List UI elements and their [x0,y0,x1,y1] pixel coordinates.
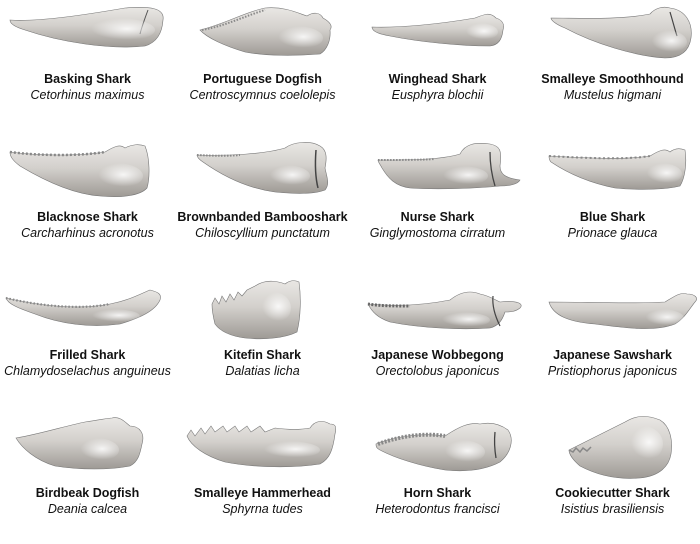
jaw-image-nurse-shark [377,143,521,190]
specimen-nurse-shark: Nurse Shark Ginglymostoma cirratum [350,138,525,268]
scientific-name: Cetorhinus maximus [30,88,145,102]
shark-jaw-figure: Basking Shark Cetorhinus maximus Portugu… [0,0,700,516]
specimen-winghead-shark: Winghead Shark Eusphyra blochii [350,0,525,130]
jaw-image-cookiecutter-shark [568,416,672,479]
specimen-frilled-shark: Frilled Shark Chlamydoselachus anguineus [0,276,175,406]
common-name: Portuguese Dogfish [203,72,322,86]
common-name: Blacknose Shark [37,210,138,224]
common-name: Blue Shark [579,210,646,224]
specimen-blue-shark: Blue Shark Prionace glauca [525,138,700,268]
scientific-name: Ginglymostoma cirratum [369,226,506,240]
common-name: Horn Shark [403,486,472,500]
common-name: Cookiecutter Shark [555,486,670,500]
scientific-name: Mustelus higmani [563,88,662,102]
jaw-image-smalleye-hammerhead [186,421,337,468]
jaw-image-winghead-shark [371,13,504,47]
jaw-image-smalleye-smoothhound [550,6,692,59]
scientific-name: Pristiophorus japonicus [547,364,678,378]
common-name: Brownbanded Bambooshark [177,210,348,224]
common-name: Basking Shark [44,72,131,86]
specimen-kitefin-shark: Kitefin Shark Dalatias licha [175,276,350,406]
specimen-brownbanded-bambooshark: Brownbanded Bambooshark Chiloscyllium pu… [175,138,350,268]
scientific-name: Chiloscyllium punctatum [195,226,330,240]
specimen-smalleye-hammerhead: Smalleye Hammerhead Sphyrna tudes [175,414,350,544]
common-name: Smalleye Smoothhound [541,72,684,86]
scientific-name: Deania calcea [47,502,128,516]
scientific-name: Sphyrna tudes [222,502,303,516]
common-name: Smalleye Hammerhead [194,486,331,500]
jaw-image-blue-shark [548,148,687,190]
specimen-birdbeak-dogfish: Birdbeak Dogfish Deania calcea [0,414,175,544]
specimen-horn-shark: Horn Shark Heterodontus francisci [350,414,525,544]
scientific-name: Isistius brasiliensis [560,502,665,516]
specimen-blacknose-shark: Blacknose Shark Carcharhinus acronotus [0,138,175,268]
scientific-name: Prionace glauca [567,226,658,240]
scientific-name: Eusphyra blochii [391,88,484,102]
jaw-image-birdbeak-dogfish [15,417,144,470]
specimen-portuguese-dogfish: Portuguese Dogfish Centroscymnus coelole… [175,0,350,130]
common-name: Winghead Shark [388,72,487,86]
common-name: Japanese Wobbegong [371,348,504,362]
jaw-image-blacknose-shark [9,144,150,198]
common-name: Birdbeak Dogfish [35,486,140,500]
jaw-image-portuguese-dogfish [199,7,332,56]
specimen-japanese-sawshark: Japanese Sawshark Pristiophorus japonicu… [525,276,700,406]
jaw-image-basking-shark [9,7,164,48]
jaw-image-japanese-wobbegong [367,291,522,330]
specimen-basking-shark: Basking Shark Cetorhinus maximus [0,0,175,130]
scientific-name: Carcharhinus acronotus [21,226,154,240]
scientific-name: Orectolobus japonicus [375,364,500,378]
common-name: Nurse Shark [400,210,475,224]
scientific-name: Heterodontus francisci [375,502,500,516]
jaw-image-horn-shark [375,422,512,472]
jaw-image-frilled-shark [5,289,161,326]
common-name: Kitefin Shark [223,348,302,362]
common-name: Frilled Shark [49,348,126,362]
jaw-image-brownbanded-bambooshark [196,142,329,194]
scientific-name: Chlamydoselachus anguineus [4,364,171,378]
specimen-japanese-wobbegong: Japanese Wobbegong Orectolobus japonicus [350,276,525,406]
scientific-name: Centroscymnus coelolepis [189,88,336,102]
specimen-cookiecutter-shark: Cookiecutter Shark Isistius brasiliensis [525,414,700,544]
jaw-image-kitefin-shark [211,280,301,340]
scientific-name: Dalatias licha [225,364,300,378]
jaw-image-japanese-sawshark [548,293,697,329]
specimen-smalleye-smoothhound: Smalleye Smoothhound Mustelus higmani [525,0,700,130]
common-name: Japanese Sawshark [553,348,672,362]
